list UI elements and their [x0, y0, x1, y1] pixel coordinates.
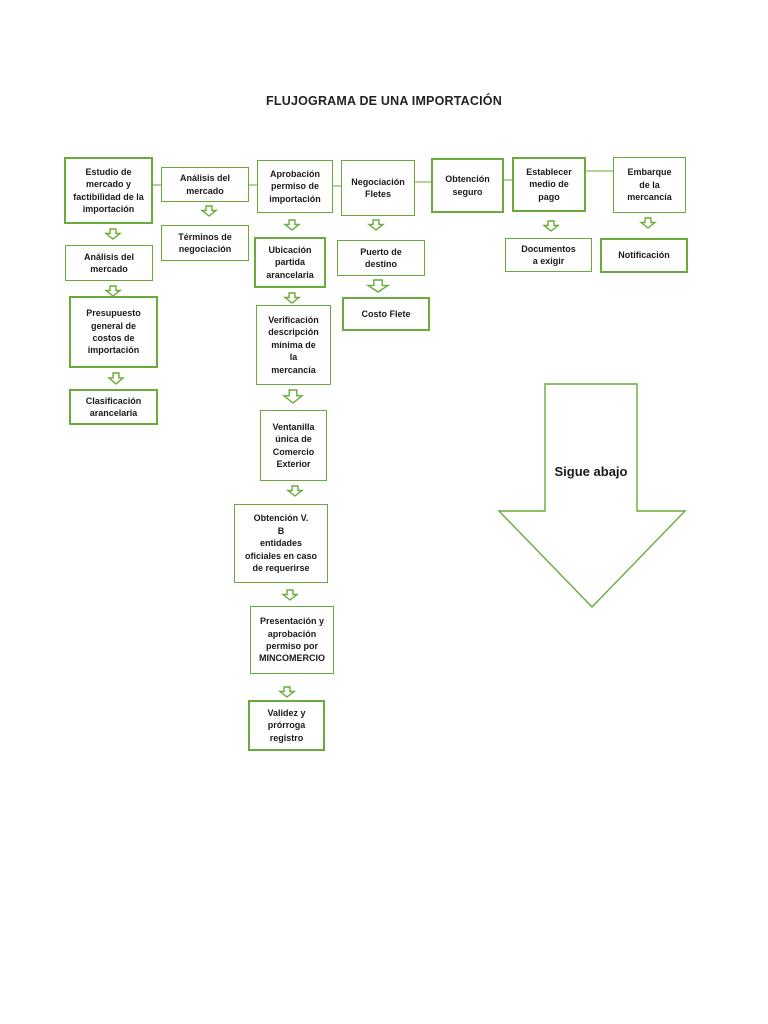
down-arrow-icon	[199, 205, 219, 217]
box-clasificacion: Clasificación arancelaria	[69, 389, 158, 425]
box-aprobacion-permiso: Aprobación permiso de importación	[257, 160, 333, 213]
down-arrow-icon	[541, 220, 561, 232]
down-arrow-icon	[277, 686, 297, 698]
page-title: FLUJOGRAMA DE UNA IMPORTACIÓN	[266, 94, 502, 108]
down-arrow-icon	[285, 485, 305, 497]
box-terminos-negociacion: Términos de negociación	[161, 225, 249, 261]
box-ventanilla: Ventanilla única de Comercio Exterior	[260, 410, 327, 481]
box-obtencion-seguro: Obtención seguro	[431, 158, 504, 213]
box-puerto-destino: Puerto de destino	[337, 240, 425, 276]
box-ubicacion-partida: Ubicación partida arancelaria	[254, 237, 326, 288]
down-arrow-icon	[280, 589, 300, 601]
down-arrow-icon	[365, 279, 391, 293]
box-embarque: Embarque de la mercancía	[613, 157, 686, 213]
box-presupuesto: Presupuesto general de costos de importa…	[69, 296, 158, 368]
continue-below-label: Sigue abajo	[554, 464, 628, 479]
down-arrow-icon	[103, 228, 123, 240]
down-arrow-icon	[281, 389, 305, 404]
box-validez: Validez y prórroga registro	[248, 700, 325, 751]
box-analisis-mercado-left: Análisis del mercado	[65, 245, 153, 281]
down-arrow-icon	[107, 372, 125, 385]
down-arrow-icon	[103, 285, 123, 297]
box-verificacion: Verificación descripción mínima de la me…	[256, 305, 331, 385]
box-analisis-mercado-top: Análisis del mercado	[161, 167, 249, 202]
big-down-arrow-icon	[497, 383, 687, 609]
box-presentacion: Presentación y aprobación permiso por MI…	[250, 606, 334, 674]
box-estudio-mercado: Estudio de mercado y factibilidad de la …	[64, 157, 153, 224]
down-arrow-icon	[638, 217, 658, 229]
box-notificacion: Notificación	[600, 238, 688, 273]
box-obtencion-vb: Obtención V. B entidades oficiales en ca…	[234, 504, 328, 583]
box-establecer-pago: Establecer medio de pago	[512, 157, 586, 212]
down-arrow-icon	[366, 219, 386, 231]
box-negociacion-fletes: Negociación Fletes	[341, 160, 415, 216]
box-costo-flete: Costo Flete	[342, 297, 430, 331]
down-arrow-icon	[282, 292, 302, 304]
box-documentos: Documentos a exigir	[505, 238, 592, 272]
horizontal-connectors	[152, 170, 614, 187]
down-arrow-icon	[282, 219, 302, 231]
